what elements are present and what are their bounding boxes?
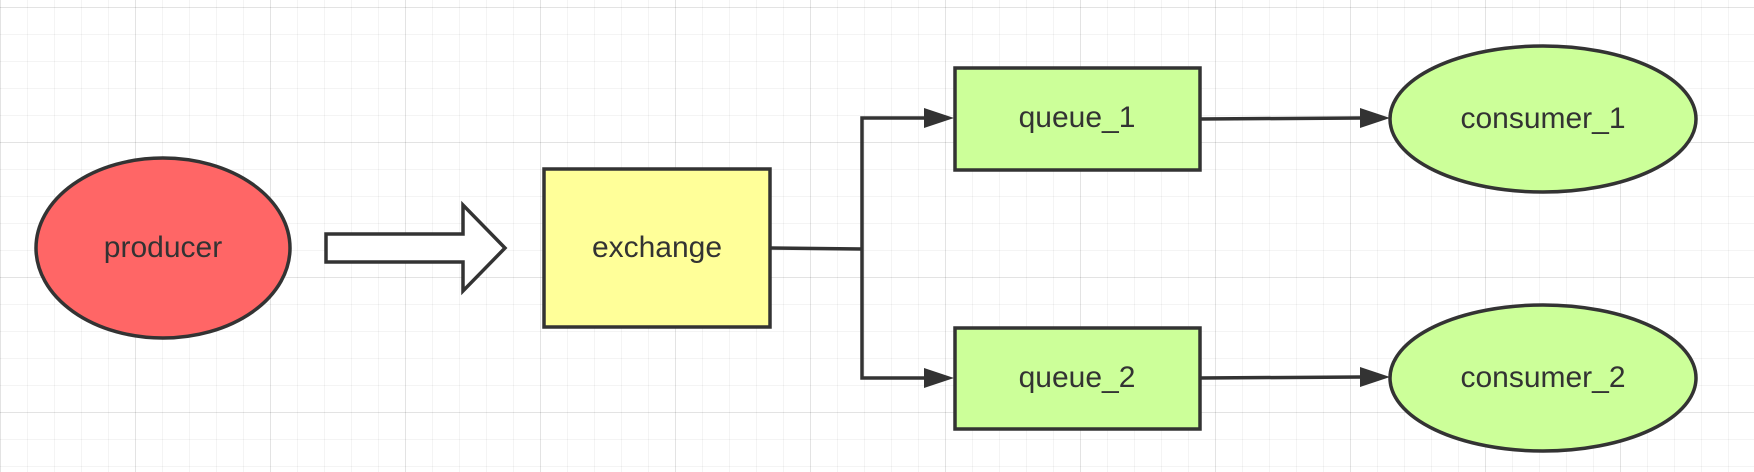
consumer-2-shape — [1388, 303, 1698, 453]
consumer-1-shape — [1388, 44, 1698, 194]
arrowhead-consumer-2 — [1360, 367, 1390, 387]
edge-exchange-queue-2 — [860, 249, 930, 380]
queue-2-shape — [953, 326, 1202, 431]
node-exchange[interactable]: exchange — [542, 167, 772, 329]
exchange-label: exchange — [592, 231, 722, 264]
node-consumer-1[interactable]: consumer_1 — [1388, 44, 1698, 194]
arrowhead-consumer-1 — [1360, 108, 1390, 128]
consumer-2-label: consumer_2 — [1460, 361, 1625, 394]
queue-2-label: queue_2 — [1019, 361, 1136, 394]
node-consumer-2[interactable]: consumer_2 — [1388, 303, 1698, 453]
edge-exchange-trunk — [769, 246, 863, 251]
node-producer[interactable]: producer — [34, 156, 292, 340]
queue-1-shape — [953, 66, 1202, 172]
queue-1-label: queue_1 — [1019, 101, 1136, 134]
edge-queue-2-consumer-2 — [1199, 375, 1363, 380]
edge-producer-exchange — [324, 200, 508, 296]
producer-label: producer — [104, 231, 222, 264]
node-queue-2[interactable]: queue_2 — [953, 326, 1202, 431]
consumer-1-label: consumer_1 — [1460, 102, 1625, 135]
arrowhead-queue-1 — [924, 108, 954, 128]
edge-exchange-queue-1 — [860, 116, 930, 249]
producer-shape — [34, 156, 292, 340]
node-queue-1[interactable]: queue_1 — [953, 66, 1202, 172]
arrowhead-queue-2 — [924, 368, 954, 388]
edge-queue-1-consumer-1 — [1199, 116, 1363, 121]
exchange-shape — [542, 167, 772, 329]
